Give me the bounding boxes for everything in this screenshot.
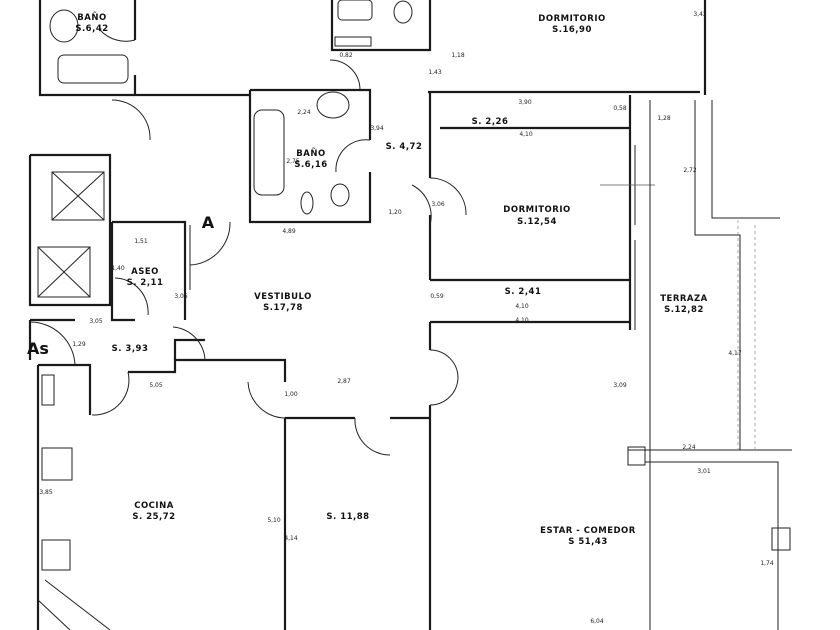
sink-icon	[49, 9, 79, 43]
elevator-marker: As	[27, 339, 49, 358]
room-area-dormitorio-main: S.16,90	[552, 25, 592, 35]
bidet-icon	[300, 191, 314, 215]
room-area-hall-service: S. 3,93	[112, 344, 149, 354]
room-name-estar: ESTAR - COMEDOR	[540, 526, 636, 536]
aseo-walls	[110, 220, 231, 322]
dimension: 3,94	[370, 125, 384, 132]
dimension: 5,05	[149, 382, 163, 389]
toilet-icon	[393, 0, 413, 24]
room-name-aseo: ASEO	[131, 267, 159, 277]
dimension: 3,42	[693, 11, 707, 18]
dimension: 2,87	[337, 378, 351, 385]
dimension: 1,51	[134, 238, 148, 245]
dimension: 1,18	[451, 52, 465, 59]
bath-top-middle	[330, 0, 432, 52]
room-name-terraza: TERRAZA	[660, 294, 708, 304]
dimension: 1,40	[111, 265, 125, 272]
room-name-bano-mid: BAÑO	[296, 148, 325, 159]
dimension: 3,90	[518, 99, 532, 106]
sink-icon	[316, 91, 350, 119]
room-labels: BAÑO S.6,42 DORMITORIO S.16,90 BAÑO S.6,…	[27, 12, 708, 547]
dimension: 1,20	[388, 209, 402, 216]
dimension: 1,29	[72, 341, 86, 348]
dimension: 4,10	[515, 303, 529, 310]
dimension: 0,59	[430, 293, 444, 300]
bano-top-walls	[38, 0, 250, 97]
toilet-icon	[330, 183, 350, 207]
dimension: 2,72	[683, 167, 697, 174]
dimension: 3,06	[431, 201, 445, 208]
room-area-bano-top: S.6,42	[75, 24, 108, 34]
elevators	[28, 99, 151, 307]
dimension: 4,10	[519, 131, 533, 138]
room-area-vestibulo: S.17,78	[263, 303, 303, 313]
dimension: 0,58	[613, 105, 627, 112]
room-area-closet-1: S. 2,26	[472, 117, 509, 127]
dimension: 3,85	[39, 489, 53, 496]
room-area-estar: S 51,43	[568, 537, 607, 547]
room-area-pasillo: S. 4,72	[386, 142, 423, 152]
dimension: 2,24	[297, 109, 311, 116]
room-name-dormitorio-2: DORMITORIO	[503, 205, 570, 215]
dimension: 4,17	[728, 350, 742, 357]
room-name-vestibulo: VESTIBULO	[254, 292, 312, 302]
dimension: 0,82	[339, 52, 353, 59]
elevator-shaft-icon	[37, 246, 91, 298]
dimension: 3,09	[613, 382, 627, 389]
dimension: 4,89	[282, 228, 296, 235]
dimension: 2,75	[286, 158, 300, 165]
stove-icon	[41, 447, 73, 481]
room-area-bano-mid: S.6,16	[294, 160, 327, 170]
room-area-closet-2: S. 2,41	[505, 287, 542, 297]
terraza-outline	[627, 100, 792, 630]
dimension: 1,43	[428, 69, 442, 76]
room-name-bano-top: BAÑO	[77, 12, 106, 23]
appliance-icon	[41, 374, 55, 406]
dimension: 3,01	[697, 468, 711, 475]
dimension: 4,14	[284, 535, 298, 542]
radiator-icon	[334, 36, 372, 47]
dimension: 5,10	[267, 517, 281, 524]
room-area-dormitorio-2: S.12,54	[517, 217, 557, 227]
dimension: 2,24	[682, 444, 696, 451]
bathtub-icon	[253, 109, 285, 196]
bedroom-walls	[411, 0, 707, 630]
room-name-dormitorio-main: DORMITORIO	[538, 14, 605, 24]
dimension: 6,04	[590, 618, 604, 625]
elevator-shaft-icon	[51, 171, 105, 221]
room-area-aseo: S. 2,11	[127, 278, 164, 288]
room-area-terraza: S.12,82	[664, 305, 704, 315]
room-area-cocina: S. 25,72	[132, 512, 175, 522]
kitchen-sink-icon	[41, 539, 71, 571]
dimension: 1,00	[284, 391, 298, 398]
dimension: 3,05	[89, 318, 103, 325]
entrance-marker: A	[202, 213, 215, 232]
room-name-cocina: COCINA	[134, 501, 174, 511]
room-area-11-88: S. 11,88	[326, 512, 369, 522]
dimension: 3,05	[174, 293, 188, 300]
dimension: 1,74	[760, 560, 774, 567]
dimension: 1,28	[657, 115, 671, 122]
bathtub-icon	[57, 54, 129, 84]
bano-mid-walls	[248, 59, 372, 224]
kitchen-walls	[28, 318, 430, 630]
dimension-labels: 0,82 1,18 1,43 2,24 3,94 2,75 4,89 1,20 …	[39, 11, 774, 625]
dimension: 4,10	[515, 317, 529, 324]
